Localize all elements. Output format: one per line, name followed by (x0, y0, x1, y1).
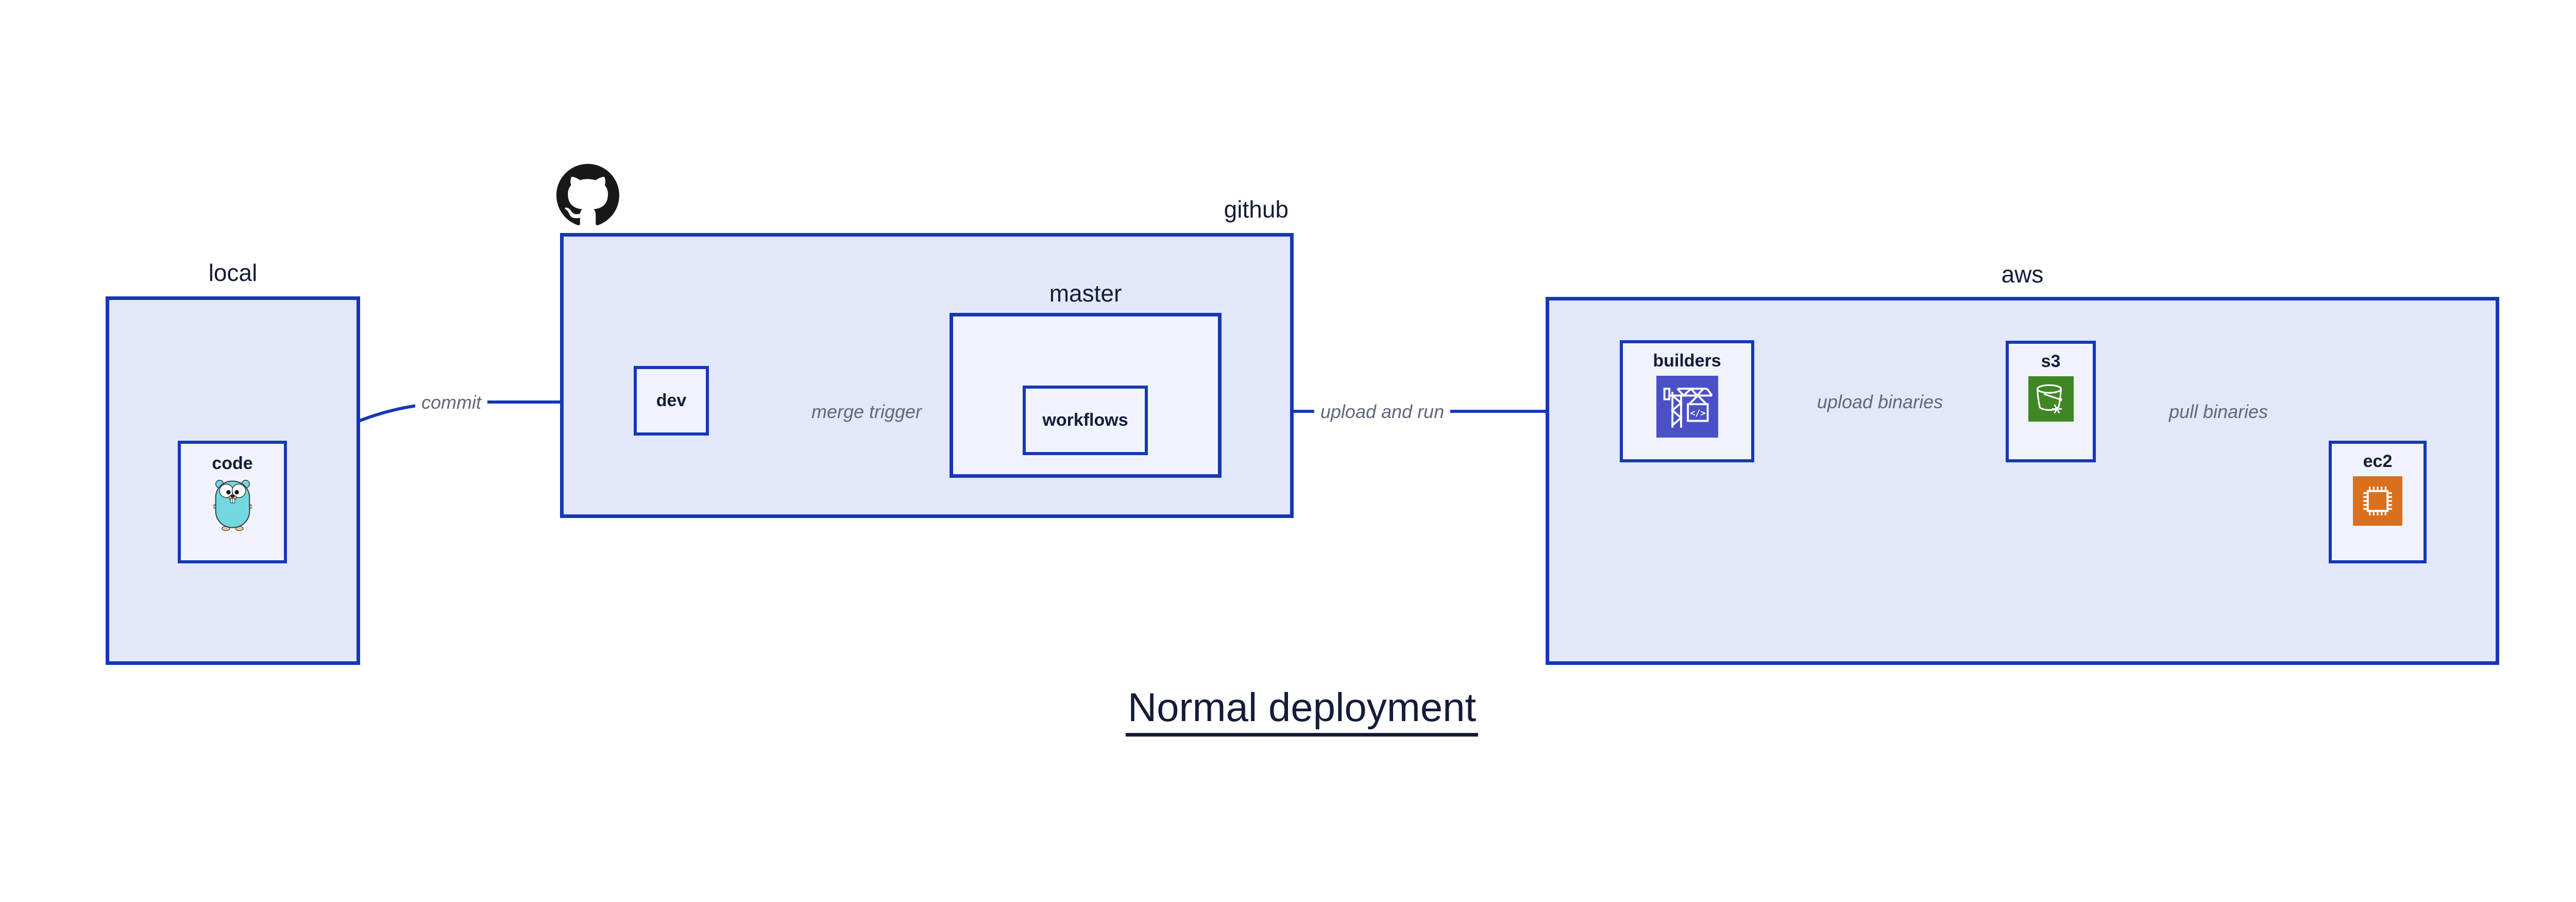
node-workflows: workflows (1023, 386, 1148, 455)
node-ec2-label: ec2 (2363, 452, 2393, 471)
github-octocat-icon (556, 164, 619, 225)
edge-label-upload-and-run: upload and run (1314, 402, 1451, 422)
github-logo (556, 164, 619, 227)
s3-bucket-icon (2028, 376, 2074, 422)
node-dev-label: dev (656, 390, 687, 410)
node-s3-label: s3 (2041, 352, 2061, 371)
node-ec2: ec2 (2329, 441, 2427, 563)
ec2-chip-icon (2353, 476, 2402, 526)
go-gopher-icon (213, 480, 252, 531)
group-label-master: master (1049, 280, 1122, 307)
group-label-local: local (208, 259, 258, 286)
node-workflows-label: workflows (1042, 410, 1128, 430)
edge-label-pull-binaries: pull binaries (2162, 402, 2275, 422)
edge-label-commit: commit (415, 392, 487, 413)
node-s3: s3 (2006, 341, 2096, 462)
node-code-label: code (212, 454, 253, 473)
node-builders-label: builders (1653, 351, 1721, 371)
node-dev: dev (634, 366, 709, 436)
edge-label-merge-trigger: merge trigger (805, 402, 928, 422)
group-label-github: github (1224, 196, 1289, 223)
snowflake-glyph (2052, 404, 2062, 414)
code-glyph: </> (1690, 408, 1705, 418)
node-code: code (178, 441, 287, 563)
edge-label-upload-binaries: upload binaries (1810, 392, 1950, 412)
diagram-title: Normal deployment (1125, 686, 1479, 737)
group-label-aws: aws (2001, 261, 2044, 288)
codebuild-crane-icon: </> (1656, 376, 1718, 438)
node-builders: builders </> (1620, 340, 1754, 462)
